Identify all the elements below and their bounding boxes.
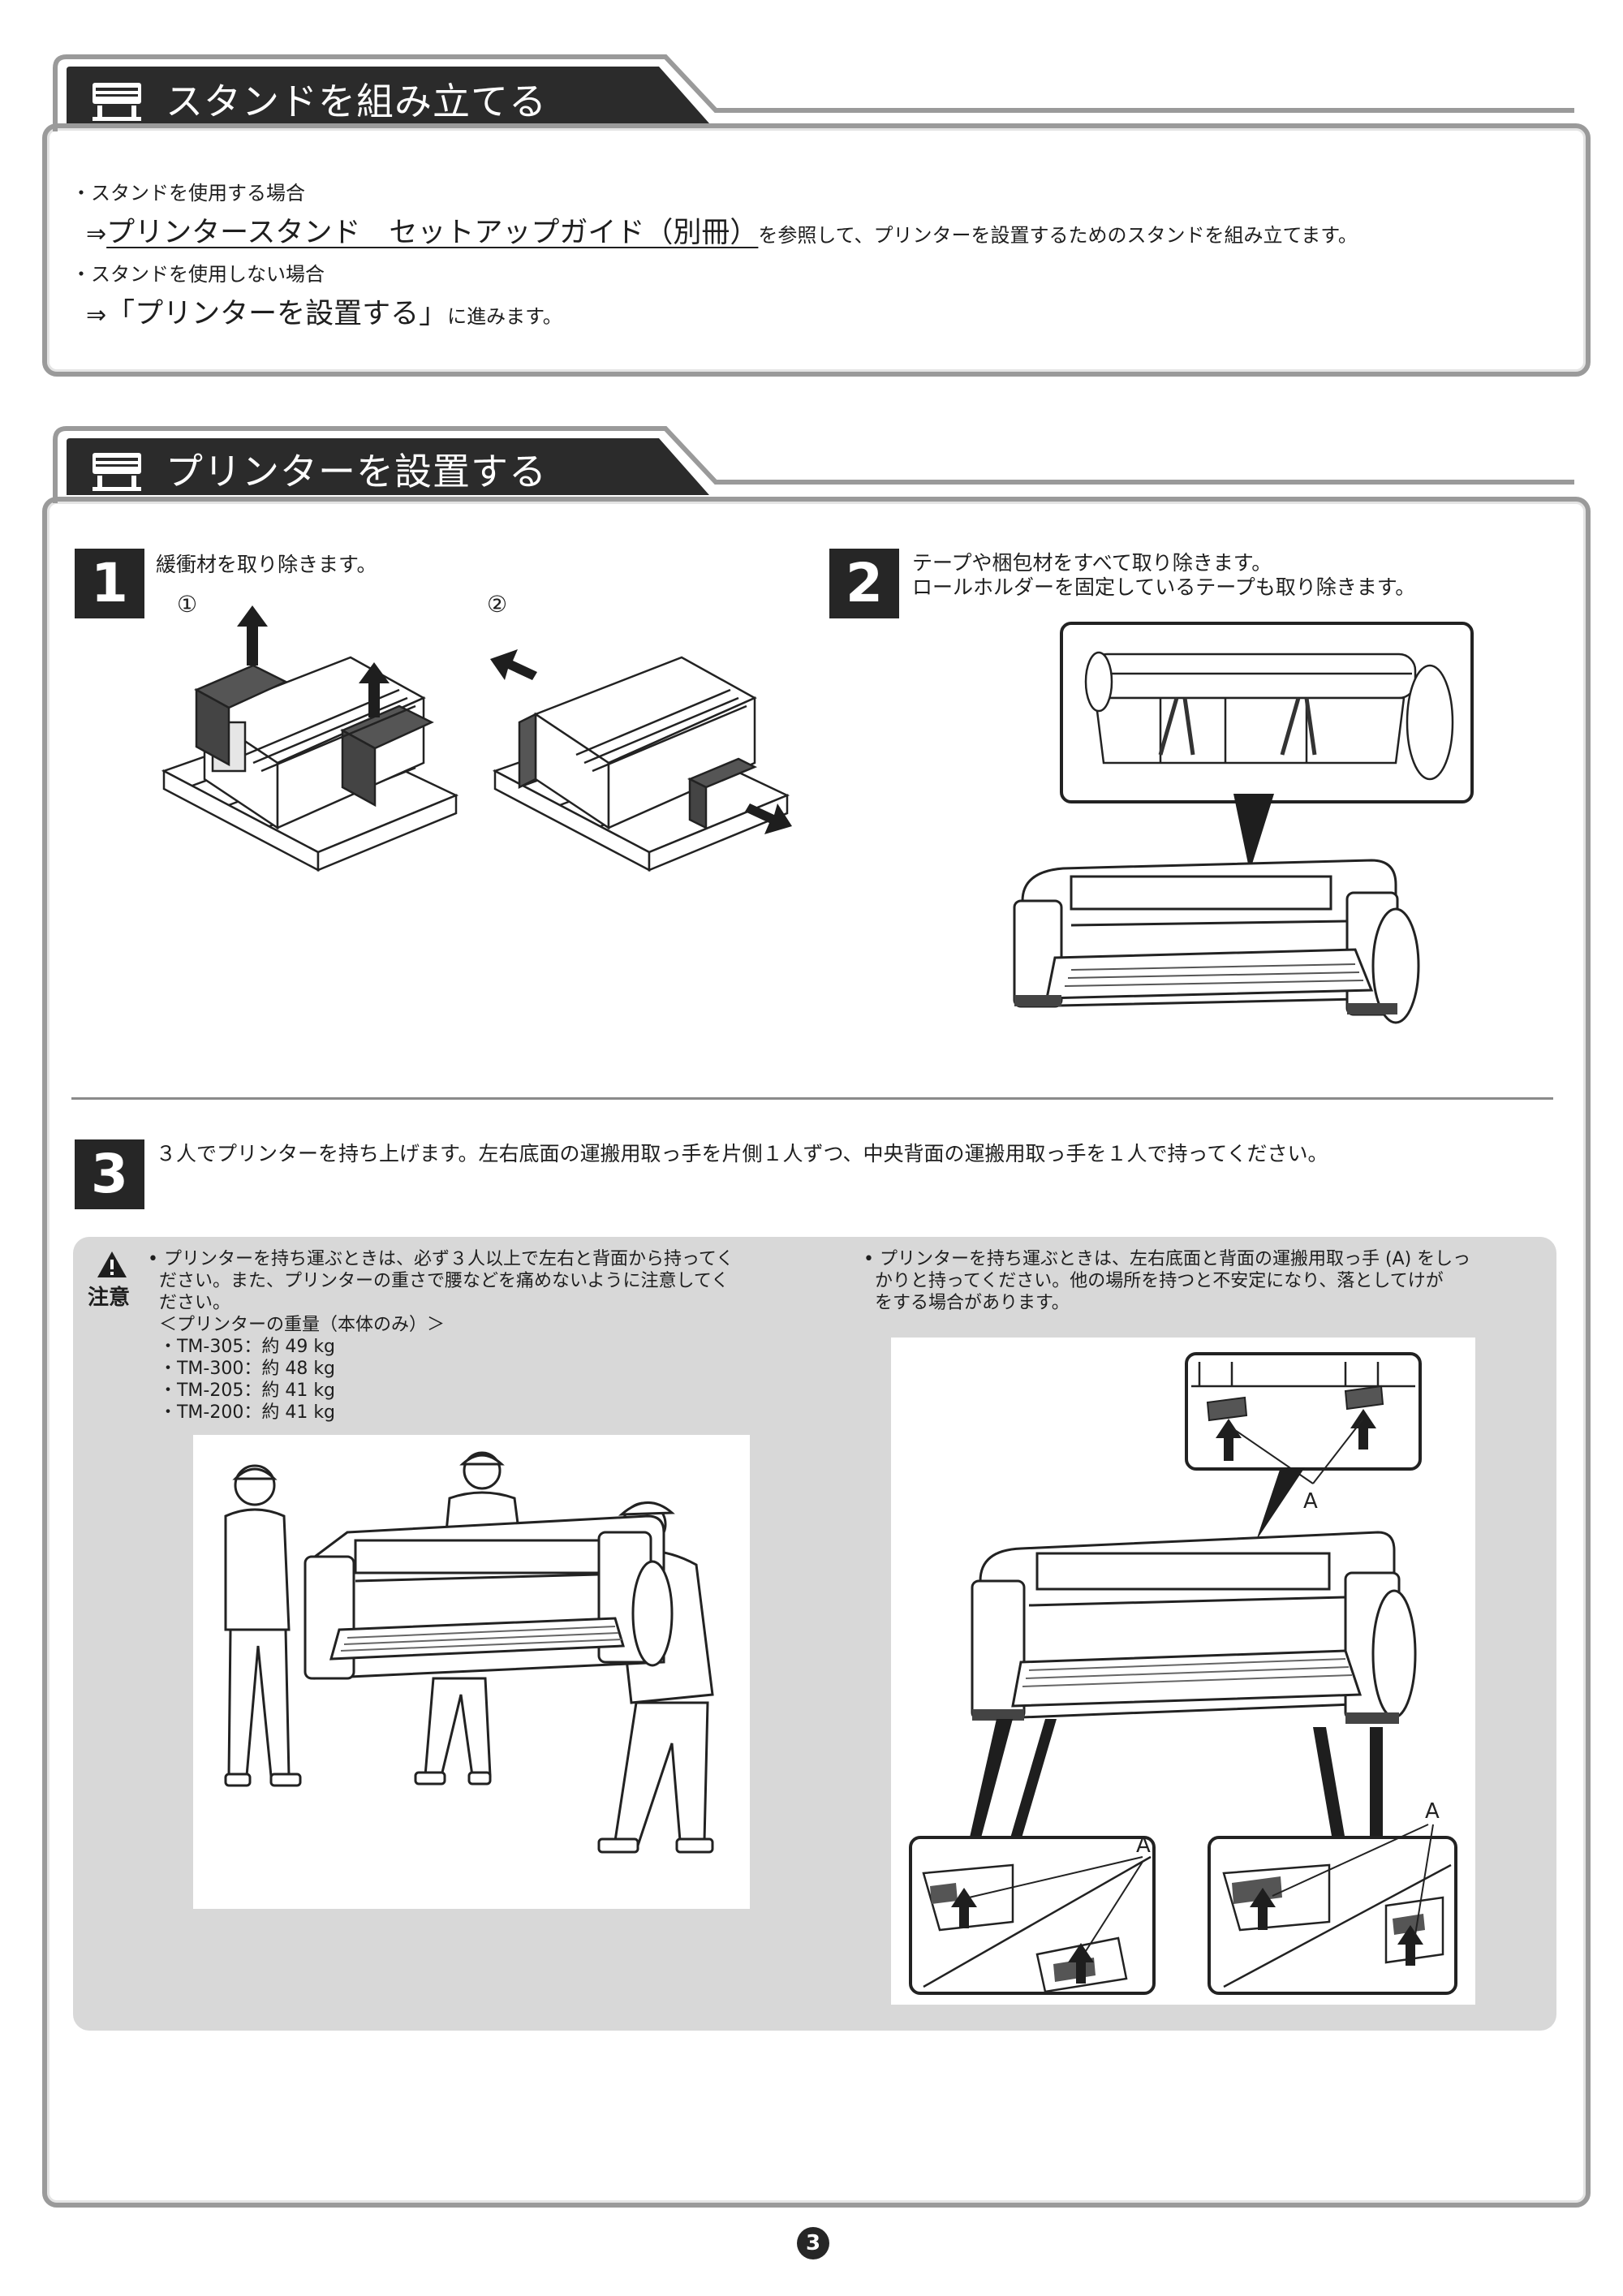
caution-right-line: • プリンターを持ち運ぶときは、左右底面と背面の運搬用取っ手 (A) をしっ <box>863 1249 1471 1269</box>
section-title-install-printer: プリンターを設置する <box>166 450 547 493</box>
caution-left-line: ださい。また、プリンターの重さで腰などを痛めないように注意してく <box>148 1271 730 1291</box>
section-tab-install-printer <box>53 426 1574 503</box>
link-install-printer[interactable]: 「プリンターを設置する」 <box>106 298 448 330</box>
caution-left-line: • プリンターを持ち運ぶときは、必ず３人以上で左右と背面から持ってく <box>148 1249 734 1269</box>
bullet-use-stand: ・スタンドを使用する場合 <box>71 182 305 205</box>
caution-left-line: ＜プリンターの重量（本体のみ）＞ <box>148 1315 445 1335</box>
line-stand-guide-rest: を参照して、プリンターを設置するためのスタンドを組み立てます。 <box>758 224 1358 247</box>
page-number: 3 <box>797 2227 829 2259</box>
caution-label: 注意 <box>88 1286 131 1310</box>
step-1-text: 緩衝材を取り除きます。 <box>156 553 377 576</box>
warning-icon <box>97 1251 127 1277</box>
section-title-assemble-stand: スタンドを組み立てる <box>166 80 547 123</box>
caution-right-line: かりと持ってください。他の場所を持つと不安定になり、落としてけが <box>863 1271 1444 1291</box>
line-install-printer: ⇒「プリンターを設置する」に進みます。 <box>86 291 562 332</box>
caution-left-line: ・TM-200：約 41 kg <box>148 1402 336 1423</box>
arrow-glyph: ⇒ <box>86 220 107 248</box>
caution-right-text: • プリンターを持ち運ぶときは、左右底面と背面の運搬用取っ手 (A) をしっ か… <box>863 1248 1470 1314</box>
printer-icon <box>93 453 141 491</box>
label-a-bottom-right: A <box>1425 1799 1440 1824</box>
step-1-sub-1: ① <box>177 591 198 618</box>
caution-left-line: ・TM-205：約 41 kg <box>148 1381 336 1401</box>
figure-slide-cushions <box>490 649 792 872</box>
label-a-bottom-left: A <box>1136 1833 1151 1858</box>
bullet-no-stand: ・スタンドを使用しない場合 <box>71 263 325 286</box>
figure-handle-locations: A <box>891 1338 1475 2005</box>
label-a-top: A <box>1303 1489 1318 1514</box>
figure-remove-cushion-top <box>161 605 459 872</box>
caution-left-line: ・TM-305：約 49 kg <box>148 1337 336 1357</box>
caution-left-line: ・TM-300：約 48 kg <box>148 1359 336 1379</box>
step-3-text: ３人でプリンターを持ち上げます。左右底面の運搬用取っ手を片側１人ずつ、中央背面の… <box>156 1142 1328 1165</box>
figure-roll-holder-detail <box>1060 622 1474 803</box>
step-3-badge: 3 <box>75 1139 144 1209</box>
step-1-badge: 1 <box>75 549 144 618</box>
step-2-text-line1: テープや梱包材をすべて取り除きます。 <box>912 551 1272 575</box>
figure-printer-step2 <box>1013 859 1420 1024</box>
printer-icon <box>93 83 141 121</box>
line-stand-guide: ⇒プリンタースタンド セットアップガイド（別冊）を参照して、プリンターを設置する… <box>86 209 1358 251</box>
figure-three-people-carrying <box>193 1435 750 1909</box>
step-2-badge: 2 <box>829 549 899 618</box>
caution-left-text: • プリンターを持ち運ぶときは、必ず３人以上で左右と背面から持ってく ださい。ま… <box>148 1248 734 1424</box>
line-install-printer-rest: に進みます。 <box>447 305 562 328</box>
section-assemble-stand <box>42 123 1591 377</box>
step-2-text-line2: ロールホルダーを固定しているテープも取り除きます。 <box>912 575 1416 599</box>
step-1-sub-2: ② <box>487 591 508 618</box>
arrow-glyph: ⇒ <box>86 301 107 330</box>
caution-right-line: をする場合があります。 <box>863 1293 1070 1313</box>
caution-left-line: ださい。 <box>148 1293 230 1313</box>
link-stand-setup-guide[interactable]: プリンタースタンド セットアップガイド（別冊） <box>106 217 759 249</box>
callout-pointer <box>1233 794 1274 872</box>
section-tab-assemble-stand <box>53 54 1574 131</box>
step-divider <box>71 1097 1553 1100</box>
